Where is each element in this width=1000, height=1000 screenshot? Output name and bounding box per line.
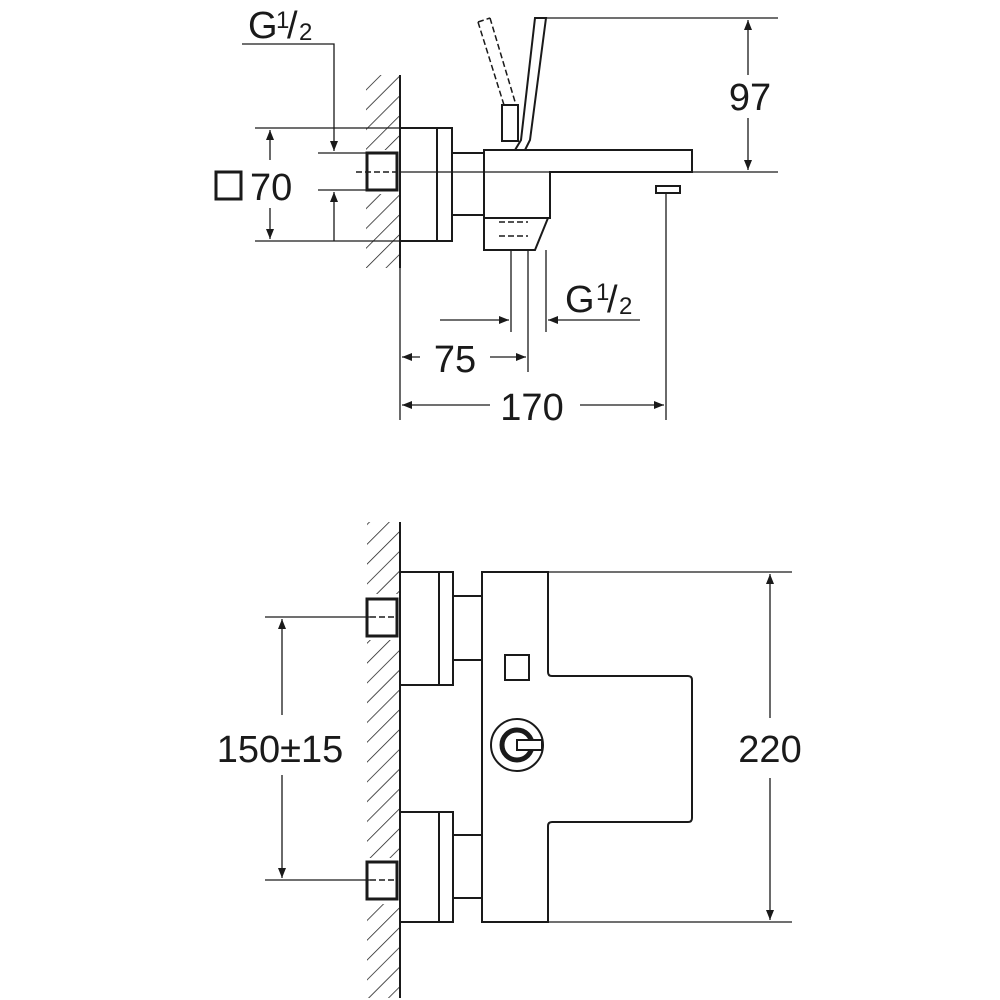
dim-97: 97 bbox=[729, 77, 771, 119]
svg-text:/: / bbox=[607, 279, 618, 321]
dim-220: 220 bbox=[738, 729, 801, 771]
lever-alt-position bbox=[477, 17, 517, 106]
wall-hatching bbox=[367, 522, 400, 998]
dim-75: 75 bbox=[434, 339, 476, 381]
spout-body bbox=[483, 149, 693, 219]
front-view: 150±15 220 bbox=[217, 522, 802, 998]
thread-top-den: 2 bbox=[299, 19, 312, 46]
flange bbox=[399, 127, 453, 242]
lever bbox=[514, 17, 548, 151]
outlet-base bbox=[483, 217, 550, 251]
neck bbox=[451, 152, 485, 216]
mixer-body bbox=[481, 571, 693, 923]
thread-top-num: 1 bbox=[276, 7, 289, 34]
thread-bottom-num: 1 bbox=[596, 279, 609, 306]
side-view: 97 70 G 1 / 2 G 1 / 2 75 170 bbox=[214, 5, 778, 429]
thread-top-label: G bbox=[248, 5, 278, 47]
indicator-square bbox=[504, 654, 530, 681]
flange-bottom bbox=[399, 811, 454, 923]
thread-bottom-label: G bbox=[565, 279, 595, 321]
dim-70: 70 bbox=[250, 167, 292, 209]
aerator bbox=[655, 185, 681, 194]
dim-150: 150±15 bbox=[217, 729, 344, 771]
thread-bottom-den: 2 bbox=[619, 293, 632, 320]
square-symbol-icon bbox=[214, 170, 243, 201]
flange-top bbox=[399, 571, 454, 686]
knob-lever bbox=[516, 739, 543, 751]
dim-170: 170 bbox=[500, 387, 563, 429]
svg-text:/: / bbox=[287, 5, 298, 47]
